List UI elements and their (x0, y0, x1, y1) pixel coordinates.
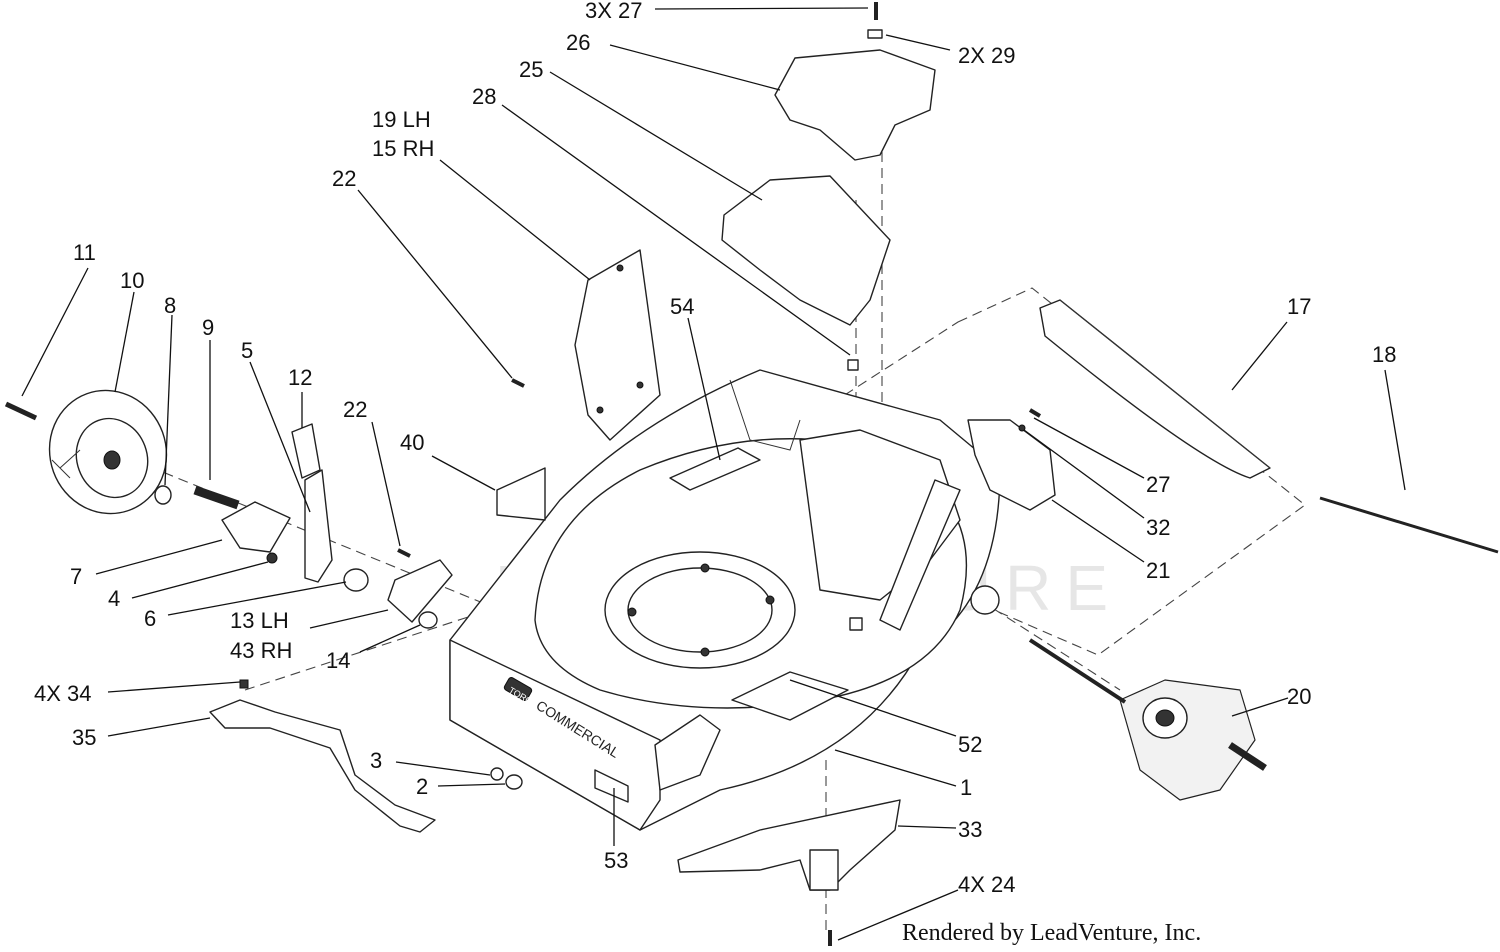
callout-18: 18 (1372, 342, 1396, 367)
nut-4 (266, 552, 278, 564)
rod-18 (1319, 496, 1499, 554)
callout-8: 8 (164, 293, 176, 318)
callout-4x34: 4X 34 (34, 681, 92, 706)
baffle-25 (721, 175, 891, 326)
callout-20: 20 (1287, 684, 1311, 709)
callout-53: 53 (604, 848, 628, 873)
callout-4x24: 4X 24 (958, 872, 1016, 897)
baffle-26 (774, 49, 936, 161)
rear-assembly-dashed-box (703, 287, 1306, 656)
bolt-9 (193, 485, 240, 510)
bolt-11 (4, 401, 38, 421)
decal-52 (731, 671, 849, 721)
callout-25: 25 (519, 57, 543, 82)
callout-52: 52 (958, 732, 982, 757)
washer-3 (490, 767, 504, 781)
callout-12: 12 (288, 365, 312, 390)
render-credit: Rendered by LeadVenture, Inc. (902, 920, 1201, 946)
transmission-20 (1028, 638, 1267, 801)
knob-12 (291, 423, 321, 479)
callout-1: 1 (960, 775, 972, 800)
callout-4: 4 (108, 586, 120, 611)
nut-2 (505, 774, 523, 790)
callout-26: 26 (566, 30, 590, 55)
spacer-8 (154, 485, 172, 505)
decal-54 (669, 447, 761, 491)
callout-6: 6 (144, 606, 156, 631)
decal-40 (496, 467, 546, 521)
callout-43-rh: 43 RH (230, 638, 292, 663)
callout-13-lh: 13 LH (230, 608, 289, 633)
side-plate-19-15 (574, 249, 661, 441)
callout-2: 2 (416, 774, 428, 799)
washer-14 (418, 611, 438, 629)
callout-54: 54 (670, 294, 694, 319)
rear-door-21 (967, 419, 1056, 511)
bar-35 (209, 699, 436, 833)
callout-27: 27 (1146, 472, 1170, 497)
bolt-27-right (1028, 408, 1042, 418)
callout-3x27: 3X 27 (585, 0, 643, 23)
screw-22-lower (397, 548, 411, 558)
callout-40: 40 (400, 430, 424, 455)
callout-2x29: 2X 29 (958, 43, 1016, 68)
deflector-33 (677, 799, 901, 891)
callout-32: 32 (1146, 515, 1170, 540)
callout-3: 3 (370, 748, 382, 773)
nut-34 (239, 679, 249, 689)
callout-33: 33 (958, 817, 982, 842)
bracket-7 (221, 501, 291, 553)
plate-13-43 (387, 559, 453, 623)
callout-22-lower: 22 (343, 397, 367, 422)
washer-32 (1018, 424, 1026, 432)
callout-15-rh: 15 RH (372, 136, 434, 161)
wheel-10 (48, 389, 168, 515)
screw-22-upper (511, 378, 525, 388)
callout-17: 17 (1287, 294, 1311, 319)
clip-29 (867, 29, 883, 39)
callout-19-lh: 19 LH (372, 107, 431, 132)
decal-53 (594, 769, 629, 803)
mower-deck: TORO COMMERCIAL (449, 369, 1001, 831)
axle-centerline-right (979, 599, 1121, 691)
callout-35: 35 (72, 725, 96, 750)
callout-5: 5 (241, 338, 253, 363)
bushing-6 (343, 568, 369, 592)
callout-21: 21 (1146, 558, 1170, 583)
callout-10: 10 (120, 268, 144, 293)
callout-14: 14 (326, 648, 350, 673)
mulch-plug-17 (1039, 299, 1271, 479)
handle-bracket (879, 479, 961, 631)
callout-9: 9 (202, 315, 214, 340)
callout-22-upper: 22 (332, 166, 356, 191)
callout-28: 28 (472, 84, 496, 109)
callout-11: 11 (73, 240, 96, 265)
callout-7: 7 (70, 564, 82, 589)
plate-5 (304, 469, 333, 583)
